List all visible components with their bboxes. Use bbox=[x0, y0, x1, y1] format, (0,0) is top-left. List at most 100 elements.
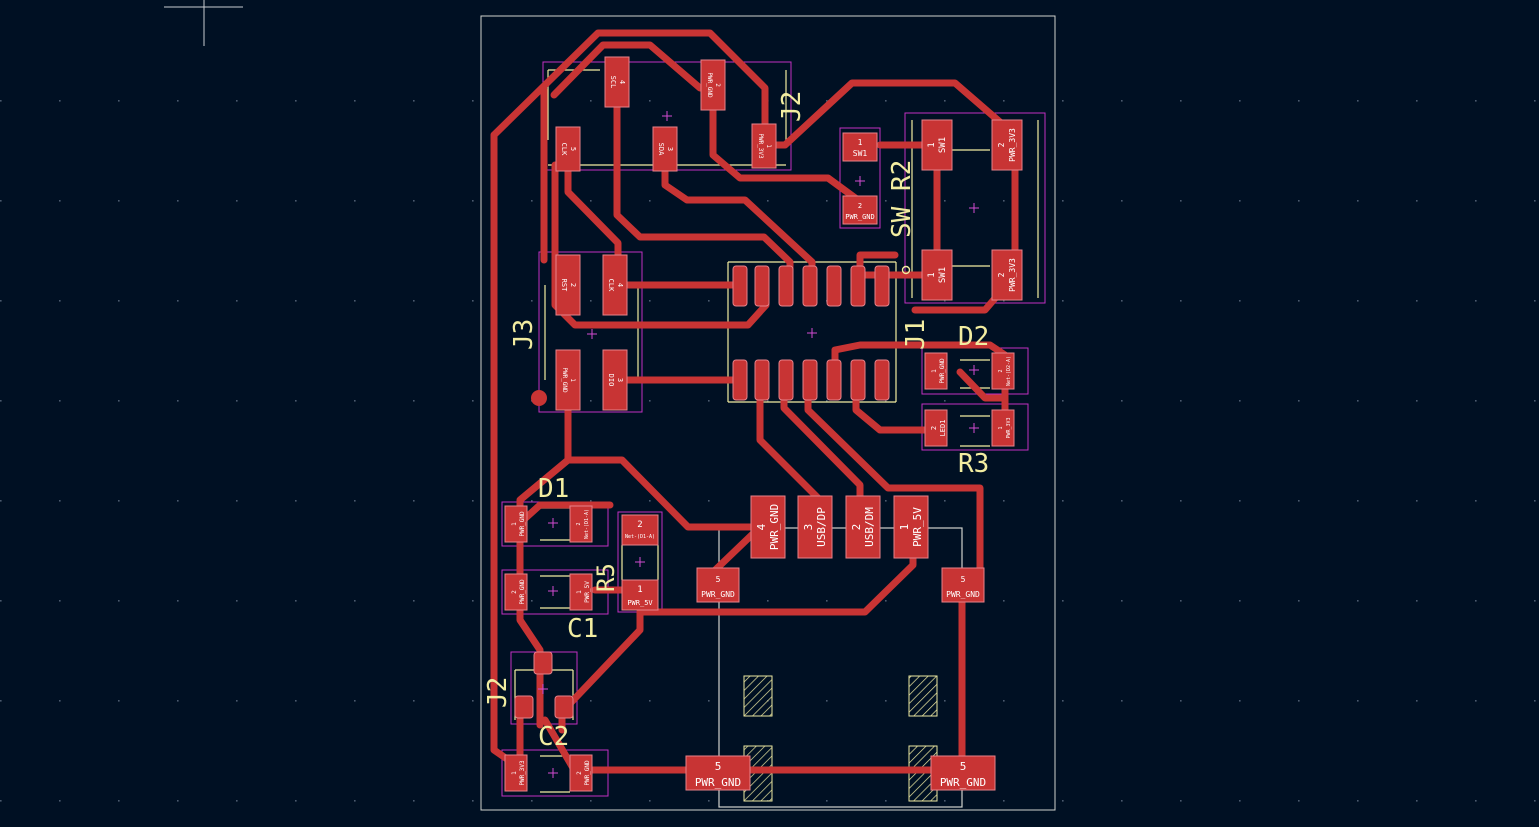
pad-c1-gnd[interactable]: 2PWR_GND bbox=[504, 573, 528, 611]
board-outline bbox=[480, 15, 1056, 811]
pad-number: 5 bbox=[569, 147, 577, 151]
pad-net: RST bbox=[560, 279, 568, 292]
svg-text:4CLK: 4CLK bbox=[607, 279, 624, 292]
pad-number: 2 bbox=[637, 520, 642, 530]
pad-j2-sda[interactable]: 3SDA bbox=[652, 126, 678, 172]
pad-net: CLK bbox=[560, 143, 568, 156]
pad-c2-gnd[interactable]: 2PWR_GND bbox=[569, 754, 593, 792]
pad-usb-gnd[interactable]: 4PWR_GND bbox=[750, 495, 786, 559]
pad-j2-gnd[interactable]: 2PWR_GND bbox=[700, 59, 726, 111]
pad-net: PWR_GND bbox=[584, 760, 591, 786]
pad-j3-gnd[interactable]: 1PWR_GND bbox=[555, 349, 581, 411]
pad-net: Net-(D1-A) bbox=[584, 509, 590, 539]
pad-number: 4 bbox=[616, 283, 624, 287]
svg-text:1SW1: 1SW1 bbox=[927, 267, 948, 283]
pad-j2-scl[interactable]: 4SCL bbox=[604, 56, 630, 108]
pad-net: PWR_3V3 bbox=[1006, 417, 1012, 438]
pad-sw-sw1-bottom[interactable]: 1SW1 bbox=[921, 249, 953, 301]
pad-net: PWR_GND bbox=[706, 72, 713, 98]
pad-number: 1 bbox=[898, 524, 911, 531]
svg-text:3USB/DP: 3USB/DP bbox=[802, 507, 828, 547]
cursor-crosshair bbox=[164, 0, 243, 46]
pad-number: 1 bbox=[637, 585, 642, 595]
pad-sw-sw1-top[interactable]: 1SW1 bbox=[921, 119, 953, 171]
ref-r5[interactable]: R5 bbox=[592, 563, 620, 592]
ref-r3[interactable]: R3 bbox=[958, 449, 989, 479]
pad-number: 2 bbox=[930, 426, 938, 430]
pad-number: 1 bbox=[569, 378, 576, 382]
pad-number: 2 bbox=[858, 202, 862, 210]
via bbox=[531, 390, 547, 406]
pad-number: 1 bbox=[931, 369, 938, 373]
pad-d1-gnd[interactable]: 1PWR_GND bbox=[504, 505, 528, 543]
pad-number: 1 bbox=[511, 771, 518, 775]
svg-text:1PWR_5V: 1PWR_5V bbox=[576, 581, 591, 603]
svg-text:2PWR_GND: 2PWR_GND bbox=[706, 72, 721, 98]
pad-number: 5 bbox=[715, 760, 722, 773]
pad-j3-rst[interactable]: 2RST bbox=[555, 254, 581, 316]
pad-number: 2 bbox=[997, 142, 1006, 147]
svg-text:2PWR_3V3: 2PWR_3V3 bbox=[997, 128, 1017, 162]
pad-number: 5 bbox=[960, 760, 967, 773]
pad-net: SW1 bbox=[938, 267, 948, 283]
svg-text:1PWR_GND: 1PWR_GND bbox=[931, 358, 946, 384]
pad-net: Net-(D1-A) bbox=[625, 534, 655, 540]
ref-j3[interactable]: J3 bbox=[509, 319, 539, 350]
pad-usb-dp[interactable]: 3USB/DP bbox=[797, 495, 833, 559]
svg-text:4SCL: 4SCL bbox=[609, 76, 626, 89]
svg-text:4PWR_GND: 4PWR_GND bbox=[755, 504, 781, 550]
pad-c1-5v[interactable]: 1PWR_5V bbox=[569, 573, 593, 611]
pad-r3-led1[interactable]: 2LED1 bbox=[924, 409, 948, 447]
pad-j3-dio[interactable]: 3DIO bbox=[602, 349, 628, 411]
ref-d2[interactable]: D2 bbox=[958, 322, 989, 352]
ref-j2-top[interactable]: J2 bbox=[777, 91, 807, 122]
pad-number: 2 bbox=[714, 83, 721, 87]
pad-net: PWR_GND bbox=[519, 579, 526, 605]
svg-text:2PWR_3V3: 2PWR_3V3 bbox=[997, 258, 1017, 292]
ref-j2-bottom[interactable]: J2 bbox=[483, 677, 513, 708]
pad-number: 2 bbox=[998, 369, 1004, 372]
pad-d2-gnd[interactable]: 1PWR_GND bbox=[924, 352, 948, 390]
pad-j2-3v3[interactable]: 1PWR_3V3 bbox=[751, 123, 777, 169]
pad-number: 1 bbox=[858, 138, 863, 147]
svg-text:2PWR_GND: 2PWR_GND bbox=[845, 202, 875, 221]
ref-d1[interactable]: D1 bbox=[538, 474, 569, 504]
pad-usb-5v[interactable]: 1PWR_5V bbox=[893, 495, 929, 559]
ref-c2[interactable]: C2 bbox=[538, 722, 569, 752]
pad-number: 5 bbox=[961, 575, 966, 584]
pad-number: 2 bbox=[576, 771, 583, 775]
pad-c2-3v3[interactable]: 1PWR_3V3 bbox=[504, 754, 528, 792]
ref-j1[interactable]: J1 bbox=[901, 319, 931, 350]
svg-text:1SW1: 1SW1 bbox=[853, 138, 868, 158]
pad-j3-clk[interactable]: 4CLK bbox=[602, 254, 628, 316]
svg-text:1PWR_3V3: 1PWR_3V3 bbox=[998, 417, 1012, 438]
ic-j1-pads bbox=[732, 265, 890, 401]
j2-bottom-pads[interactable] bbox=[514, 651, 574, 719]
pad-number: 1 bbox=[576, 590, 583, 594]
pad-net: SW1 bbox=[853, 149, 868, 158]
pad-usb-dm[interactable]: 2USB/DM bbox=[845, 495, 881, 559]
ref-c1[interactable]: C1 bbox=[567, 614, 598, 644]
pad-j2-clk[interactable]: 5CLK bbox=[555, 126, 581, 172]
pad-net: SDA bbox=[657, 143, 665, 156]
ref-sw-r2[interactable]: SW R2 bbox=[887, 160, 917, 238]
